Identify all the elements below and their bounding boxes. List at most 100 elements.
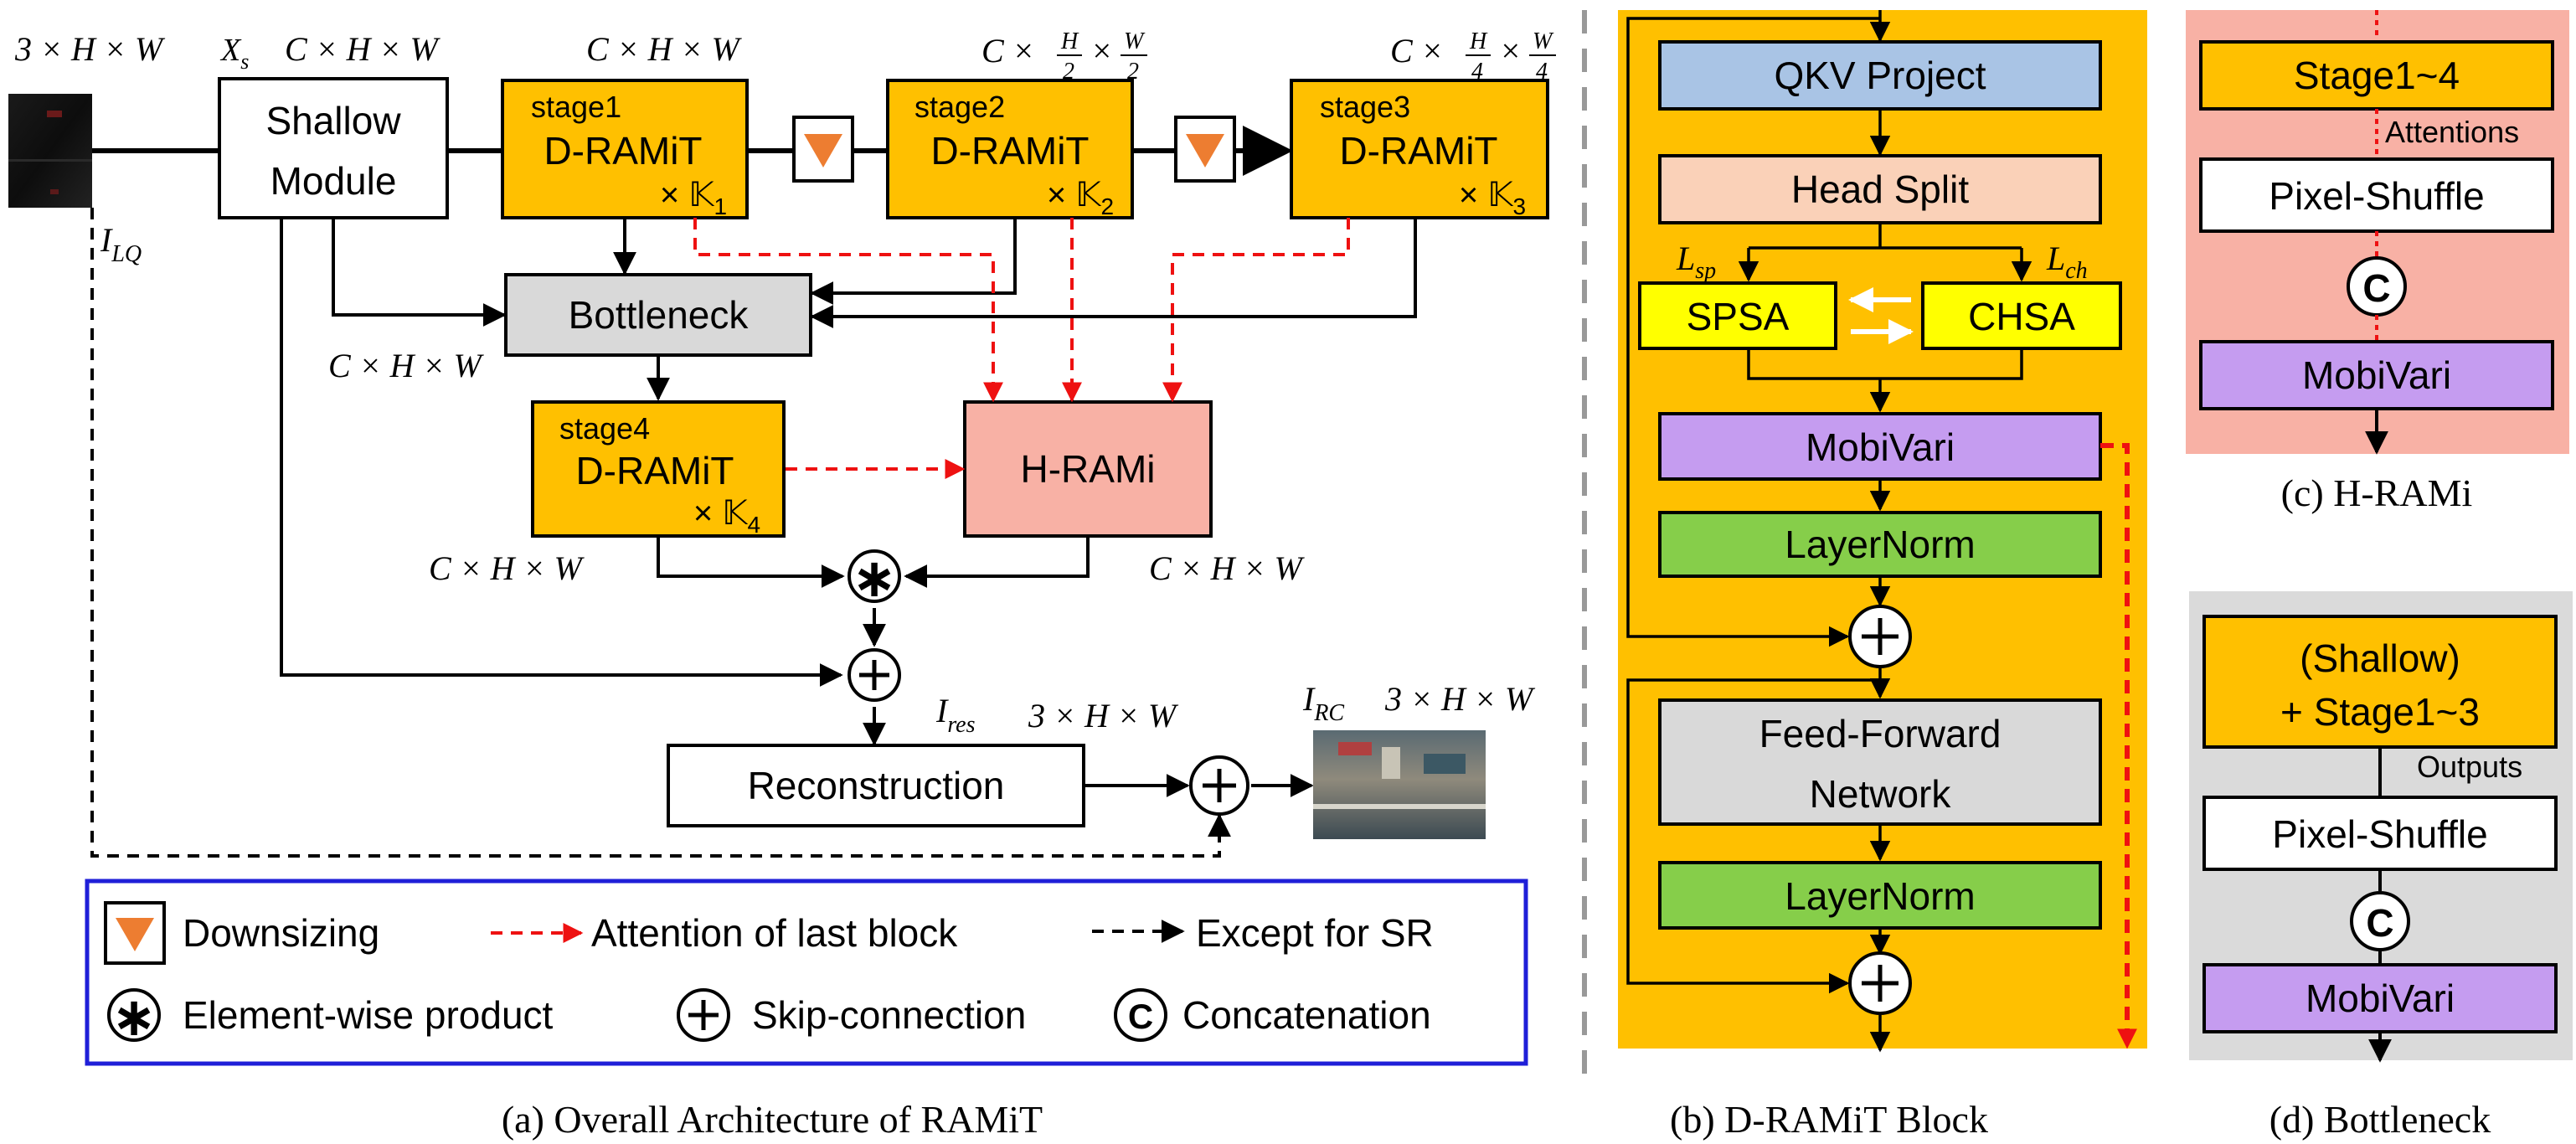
qkv-project-box — [1658, 40, 2102, 111]
bottleneck-connectors — [332, 218, 1417, 401]
svg-text:2: 2 — [1127, 59, 1139, 85]
stage2-dim: C × H 2 × W 2 — [981, 28, 1147, 85]
stage2-box: stage2 D-RAMiT × 𝕂2 — [886, 79, 1134, 219]
panel-b: QKV Project Head Split Lsp Lch SPSA CHS — [1618, 10, 2147, 1141]
svg-text:C ×: C × — [981, 32, 1035, 70]
reconstruction-label: Reconstruction — [748, 764, 1005, 807]
c-stage-label: Stage1~4 — [2294, 54, 2460, 97]
qkv-project-label: QKV Project — [1774, 54, 1986, 97]
stage3-box: stage3 D-RAMiT × 𝕂3 — [1290, 79, 1549, 219]
svg-text:× 𝕂1: × 𝕂1 — [660, 177, 727, 219]
legend-concat: Concatenation — [1182, 993, 1431, 1037]
svg-text:W: W — [1533, 28, 1554, 54]
svg-text:2: 2 — [1063, 59, 1074, 85]
c-mobivari-box — [2199, 340, 2554, 410]
attention-arrows — [693, 218, 1350, 479]
shallow-module-line2: Module — [270, 159, 397, 203]
spsa-label: SPSA — [1687, 295, 1790, 338]
svg-text:stage2: stage2 — [914, 90, 1005, 124]
attention-output-arrow — [2100, 443, 2137, 1049]
bottleneck-label: Bottleneck — [569, 293, 750, 337]
svg-text:H: H — [1469, 28, 1488, 54]
d-outputs-label: Outputs — [2417, 750, 2522, 784]
svg-text:C: C — [2362, 266, 2390, 310]
c-mobivari-label: MobiVari — [2302, 353, 2451, 397]
d-stage-box — [2202, 615, 2558, 749]
svg-text:D-RAMiT: D-RAMiT — [1339, 129, 1497, 173]
d-mobivari-box — [2202, 963, 2558, 1033]
spsa-box — [1638, 281, 1837, 350]
downsizing-icon-2 — [1174, 116, 1236, 183]
mobivari-label: MobiVari — [1806, 425, 1955, 469]
caption-b: (b) D-RAMiT Block — [1670, 1098, 1988, 1141]
legend-downsizing: Downsizing — [183, 911, 379, 955]
panel-d: (Shallow) + Stage1~3 Outputs Pixel-Shuff… — [2189, 591, 2573, 1141]
ffn-box — [1658, 698, 2102, 826]
d-pixel-shuffle-box — [2202, 796, 2558, 871]
head-split-label: Head Split — [1791, 167, 1969, 211]
svg-text:D-RAMiT: D-RAMiT — [544, 129, 702, 173]
svg-text:× 𝕂2: × 𝕂2 — [1047, 177, 1114, 219]
stage4-out-dim: C × H × W — [429, 549, 585, 587]
stage4-box: stage4 D-RAMiT × 𝕂4 — [531, 400, 786, 538]
h-rami-box — [963, 400, 1213, 538]
l-ch-label: Lch — [2046, 240, 2088, 284]
svg-text:4: 4 — [1471, 59, 1483, 85]
i-lq-label: ILQ — [100, 221, 142, 267]
skip-connection-node-2 — [1189, 755, 1249, 816]
svg-text:stage4: stage4 — [559, 411, 650, 446]
l-sp-label: Lsp — [1676, 240, 1716, 284]
d-line2: + Stage1~3 — [2280, 690, 2480, 734]
d-pixel-shuffle-label: Pixel-Shuffle — [2272, 812, 2487, 856]
d-mobivari-label: MobiVari — [2306, 977, 2455, 1020]
legend-elementwise: Element-wise product — [183, 993, 554, 1037]
i-res-label: Ires — [935, 692, 976, 738]
skip-connection-node-1 — [848, 648, 901, 702]
legend-concat-icon: C — [1114, 988, 1167, 1042]
legend: Downsizing Attention of last block Excep… — [85, 879, 1528, 1066]
d-line1: (Shallow) — [2300, 636, 2460, 680]
legend-attention: Attention of last block — [591, 911, 958, 955]
svg-text:H: H — [1060, 28, 1079, 54]
svg-text:C: C — [2366, 901, 2393, 945]
caption-d: (d) Bottleneck — [2269, 1098, 2491, 1141]
legend-except-sr: Except for SR — [1196, 911, 1434, 955]
rc-dim: 3 × H × W — [1384, 680, 1536, 718]
chsa-label: CHSA — [1968, 295, 2075, 338]
legend-downsizing-icon — [104, 901, 166, 965]
c-pixel-shuffle-box — [2199, 157, 2554, 233]
panel-a: 3 × H × W ILQ Xs C × H × W C × H × W C ×… — [8, 28, 1556, 1141]
panel-c: Stage1~4 Attentions Pixel-Shuffle C Mobi… — [2186, 10, 2569, 514]
svg-text:× 𝕂3: × 𝕂3 — [1459, 177, 1526, 219]
downsizing-icon-1 — [792, 116, 854, 183]
svg-text:C ×: C × — [1390, 32, 1444, 70]
input-dim-label: 3 × H × W — [14, 30, 166, 68]
hrami-out-dim: C × H × W — [1149, 549, 1306, 587]
i-rc-label: IRC — [1302, 680, 1344, 726]
svg-text:stage3: stage3 — [1320, 90, 1410, 124]
svg-text:×: × — [1499, 32, 1522, 70]
stage1-dim: C × H × W — [586, 30, 743, 68]
stage1-box: stage1 D-RAMiT × 𝕂1 — [501, 79, 749, 219]
layernorm-label-2: LayerNorm — [1785, 874, 1976, 918]
d-concat-node: C — [2350, 891, 2410, 951]
elementwise-product-node: ∗ — [848, 548, 901, 608]
skip-node-b2 — [1848, 951, 1912, 1015]
bottleneck-out-dim: C × H × W — [328, 347, 485, 384]
c-pixel-shuffle-label: Pixel-Shuffle — [2269, 174, 2484, 218]
svg-text:stage1: stage1 — [531, 90, 621, 124]
svg-text:D-RAMiT: D-RAMiT — [575, 449, 734, 492]
skip-node-b1 — [1848, 605, 1912, 668]
svg-text:W: W — [1124, 28, 1146, 54]
input-image — [8, 94, 92, 208]
caption-a: (a) Overall Architecture of RAMiT — [502, 1098, 1043, 1141]
xs-label: Xs — [219, 33, 249, 74]
product-connectors — [280, 218, 1090, 746]
ffn-label-line1: Feed-Forward — [1759, 712, 2002, 755]
shallow-module-line1: Shallow — [265, 99, 401, 142]
c-attentions-label: Attentions — [2385, 115, 2519, 149]
svg-text:∗: ∗ — [852, 548, 897, 608]
panel-b-connectors — [1626, 10, 2032, 1053]
